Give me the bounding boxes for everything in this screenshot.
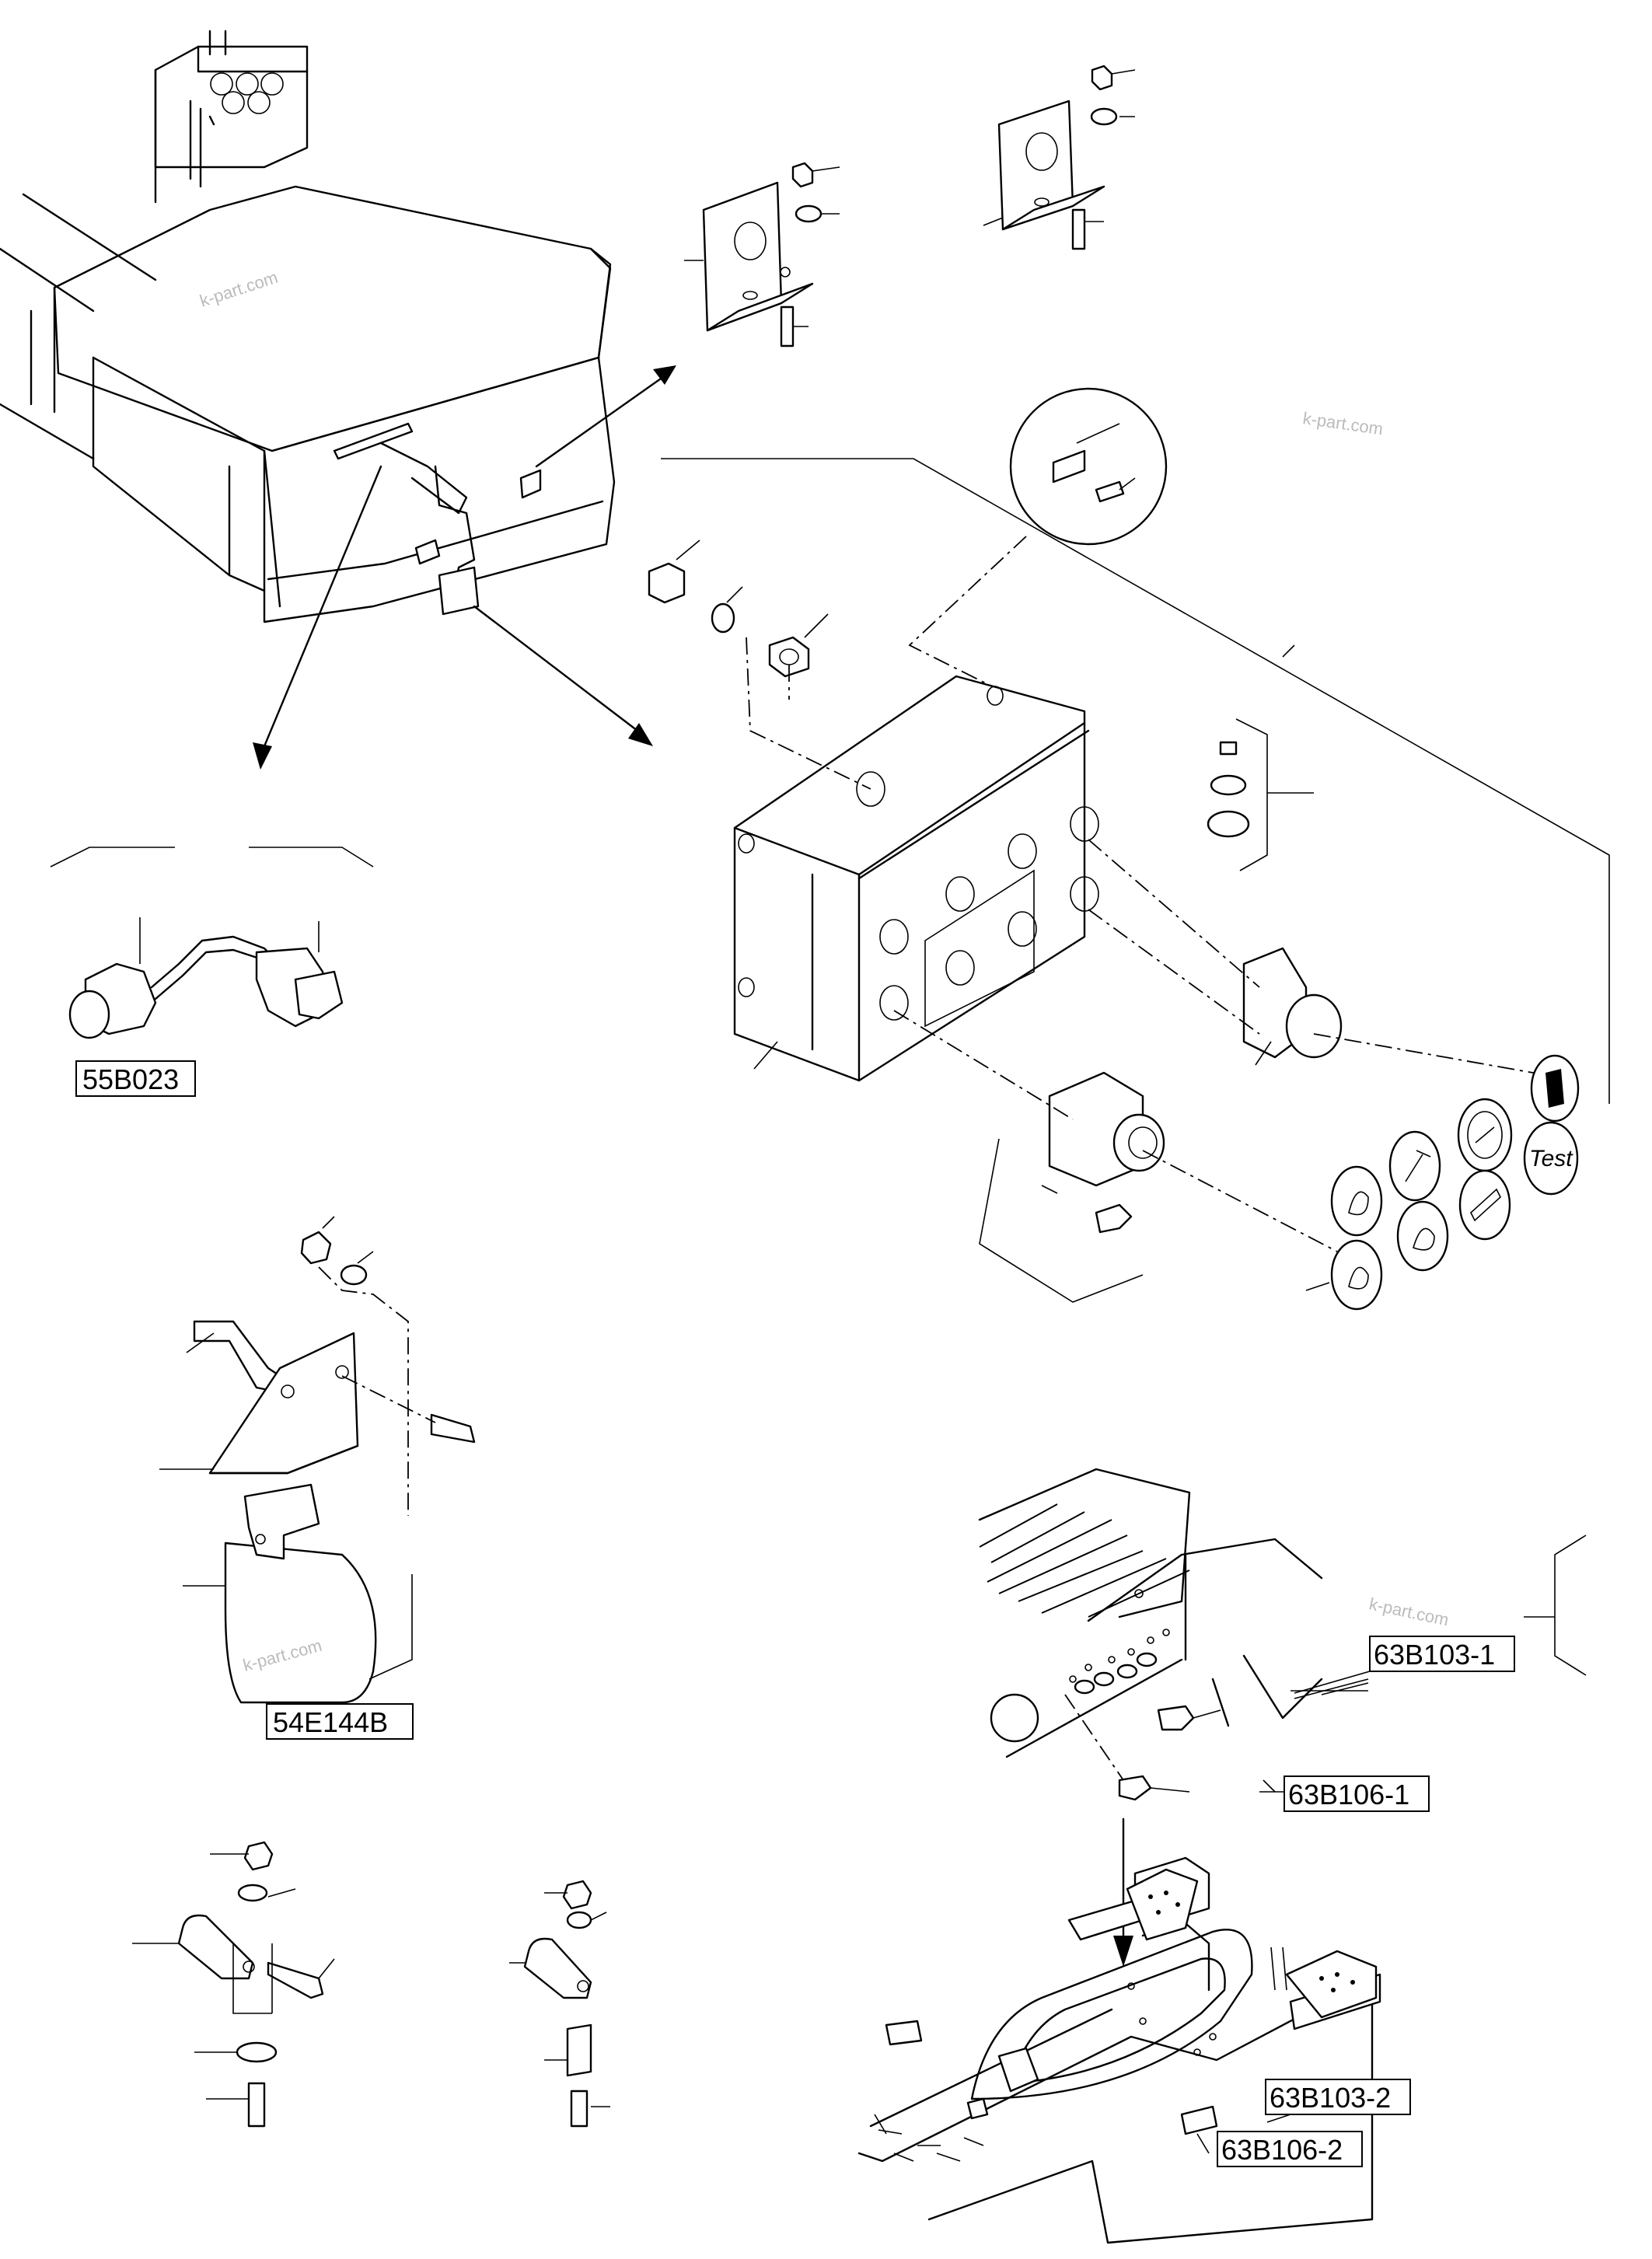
temperature-sensor-assembly bbox=[50, 847, 374, 1039]
ref-code-54E144B-label: 54E144B bbox=[273, 1706, 388, 1738]
frame-panel-view bbox=[857, 1468, 1587, 2244]
mounting-bracket-right bbox=[983, 65, 1136, 250]
watermark-2: k-part.com bbox=[1301, 408, 1384, 438]
ref-code-55B023-label: 55B023 bbox=[82, 1063, 179, 1095]
ref-code-63B106-2-label: 63B106-2 bbox=[1221, 2134, 1343, 2166]
test-label: Test bbox=[1529, 1146, 1573, 1171]
fuel-level-icon bbox=[1530, 1054, 1580, 1123]
watermark-3: k-part.com bbox=[1367, 1594, 1451, 1629]
leader-63B103-1 bbox=[1294, 1671, 1371, 1694]
ref-code-63B106-1-label: 63B106-1 bbox=[1288, 1779, 1409, 1810]
alternator-icon bbox=[1457, 1098, 1513, 1172]
water-temperature-icon bbox=[1330, 1165, 1383, 1237]
hammer-icon bbox=[1388, 1130, 1441, 1202]
ref-code-63B103-1-label: 63B103-1 bbox=[1374, 1639, 1495, 1671]
ref-code-63B103-2: 63B103-2 bbox=[1265, 2079, 1411, 2115]
horn-bracket-assembly bbox=[159, 1216, 476, 1704]
ref-code-55B023: 55B023 bbox=[75, 1060, 196, 1097]
machine-cover-view bbox=[0, 30, 676, 770]
clamp-assembly-left bbox=[132, 1841, 335, 2128]
indicator-decals: Test bbox=[1305, 1054, 1580, 1311]
clamp-assembly-right bbox=[509, 1880, 610, 2128]
oil-level-icon bbox=[1330, 1239, 1383, 1311]
test-icon: Test bbox=[1523, 1121, 1579, 1196]
detail-circle bbox=[908, 387, 1168, 685]
perforated-plate-right bbox=[1285, 1950, 1378, 2019]
coolant-level-icon bbox=[1396, 1200, 1449, 1272]
ref-code-63B103-2-label: 63B103-2 bbox=[1270, 2082, 1391, 2114]
mounting-bracket-left bbox=[684, 162, 840, 347]
watermark-1: k-part.com bbox=[197, 267, 281, 311]
ref-code-54E144B: 54E144B bbox=[266, 1703, 414, 1740]
perforated-plate-left bbox=[1126, 1868, 1199, 1941]
battery-icon bbox=[1458, 1169, 1511, 1241]
control-box bbox=[648, 458, 1610, 1303]
ref-code-63B103-1: 63B103-1 bbox=[1369, 1636, 1515, 1672]
ref-code-63B106-2: 63B106-2 bbox=[1217, 2131, 1363, 2167]
ref-code-63B106-1: 63B106-1 bbox=[1284, 1775, 1430, 1812]
